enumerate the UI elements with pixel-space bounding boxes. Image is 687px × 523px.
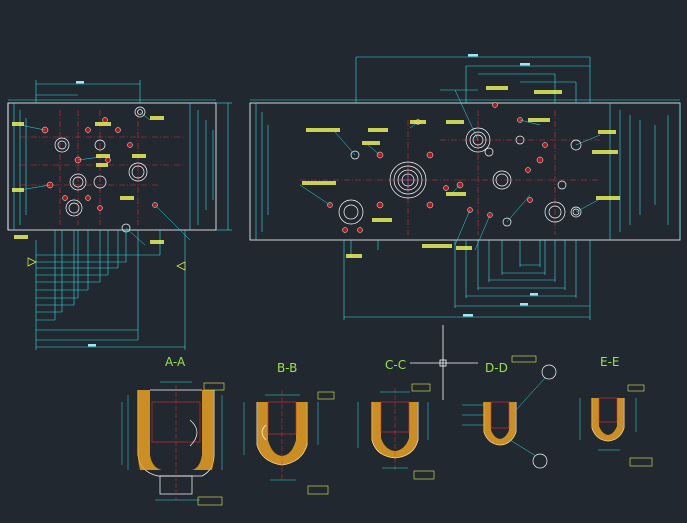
section-label-d-d: D-D [485,361,508,375]
section-view-a-a: A-A [121,355,225,506]
right-view [76,54,681,347]
section-view-e-e: E-E [579,355,653,467]
crosshair-cursor-icon [410,325,478,400]
section-view-d-d: D-D [462,355,557,469]
section-label-b-b: B-B [277,361,297,375]
left-view [7,80,232,350]
section-label-a-a: A-A [165,355,186,369]
section-label-c-c: C-C [385,358,406,372]
section-label-e-e: E-E [600,355,620,369]
section-view-b-b: B-B [243,361,335,495]
section-view-c-c: C-C [357,358,435,480]
